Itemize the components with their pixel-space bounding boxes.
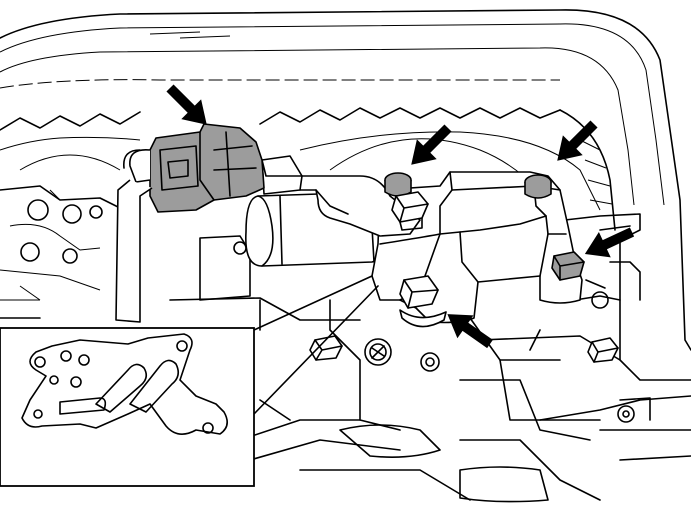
screw-icon bbox=[364, 338, 392, 366]
bolt-icon bbox=[399, 275, 447, 328]
timing-cover bbox=[0, 9, 691, 361]
gasket-icon bbox=[21, 333, 228, 435]
arrow-icon bbox=[557, 120, 598, 161]
bolt-icon bbox=[309, 335, 343, 361]
arrow-icon bbox=[584, 227, 635, 258]
arrows bbox=[166, 84, 635, 349]
connector-icon bbox=[115, 123, 265, 323]
gasket-inset bbox=[0, 275, 379, 487]
arrow-icon bbox=[447, 314, 493, 349]
bolt-icon bbox=[587, 337, 619, 363]
bolt-icon bbox=[551, 251, 585, 281]
background-bolts bbox=[309, 335, 619, 372]
bolt-icon bbox=[384, 172, 412, 197]
timing-belt bbox=[0, 107, 616, 231]
bolt-icon bbox=[391, 191, 429, 231]
plug-icon bbox=[420, 352, 440, 372]
bolt-icon bbox=[524, 174, 552, 199]
arrow-icon bbox=[166, 84, 207, 125]
arrow-icon bbox=[411, 124, 452, 165]
valve-bolts bbox=[384, 172, 585, 328]
